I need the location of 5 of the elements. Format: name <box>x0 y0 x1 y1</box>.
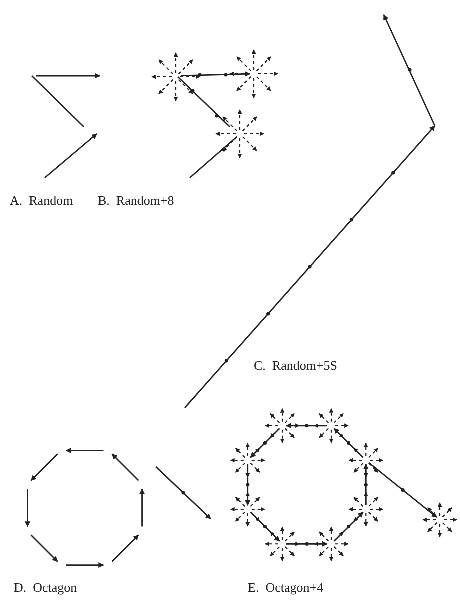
panel-caption: B. Random+8 <box>98 193 174 209</box>
panel-caption: C. Random+5S <box>254 358 338 374</box>
panel-caption: D. Octagon <box>14 580 78 596</box>
panel-caption: E. Octagon+4 <box>248 580 324 596</box>
panel-caption: A. Random <box>10 193 74 209</box>
